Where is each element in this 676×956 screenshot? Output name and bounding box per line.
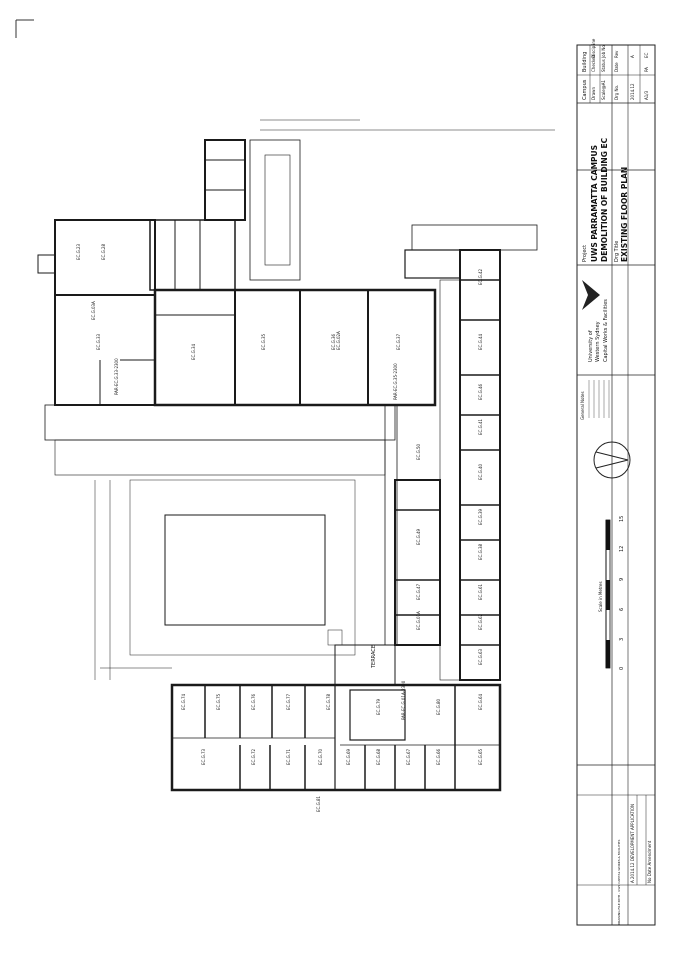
job-label: Job No — [601, 45, 606, 59]
room-label: EC.G.35 — [261, 333, 266, 350]
room-label: EC.G.34 — [191, 343, 196, 360]
revision-headers: No Date Amendment — [647, 840, 652, 883]
room-label: EC.G.70 — [318, 748, 323, 765]
scale-label: Scale@A1 — [601, 80, 606, 100]
scale-tick-9: 9 — [619, 578, 625, 581]
scale-tick-15: 15 — [619, 516, 625, 522]
drawing-title-label: Drg Title — [614, 241, 620, 262]
room-label: EC.G.47 — [416, 583, 421, 600]
south-wing — [170, 683, 502, 792]
room-label: EC.G.62 — [478, 613, 483, 630]
room-label: EC.G.01A — [416, 611, 421, 630]
north-corridor — [44, 404, 396, 441]
room-label: EC.G.36 — [331, 333, 336, 350]
room-label: EC.G.74 — [181, 693, 186, 710]
room-label: EC.G.63 — [478, 648, 483, 665]
room-label: EC.G.68 — [376, 748, 381, 765]
room-label: EC.G.81 — [316, 795, 321, 812]
drawing-title: EXISTING FLOOR PLAN — [620, 167, 629, 262]
project-line2: DEMOLITION OF BUILDING EC — [600, 137, 609, 262]
status-label: Status — [601, 59, 606, 72]
courtyard-structure — [249, 139, 301, 281]
room-label: EC.G.33 — [96, 333, 101, 350]
room-ec-g-33-block — [54, 294, 156, 406]
footer-path: DRAWING FILE PATH - UWS CAPITAL WORKS & … — [617, 840, 621, 925]
room-label: EC.G.69 — [346, 748, 351, 765]
terrace-label: TERRACE — [371, 645, 377, 669]
room-label: EC.G.76 — [251, 693, 256, 710]
org-line1: University of — [588, 330, 594, 362]
east-corridor — [439, 279, 461, 681]
rev-label: Rev — [614, 50, 619, 58]
stair-label-1: PAR-EC.G.35-2300 — [393, 363, 398, 400]
room-label: EC.G.67 — [406, 748, 411, 765]
room-label: EC.G.64 — [478, 693, 483, 710]
covered-walkway — [54, 439, 386, 476]
room-label: EC.G.41 — [478, 418, 483, 435]
room-label: EC.G.44 — [478, 333, 483, 350]
checked-label: Checked — [591, 54, 596, 72]
scale-tick-12: 12 — [619, 546, 625, 552]
room-label: EC.G.78 — [326, 693, 331, 710]
title-block: Campus Drawn Scale@A1 Drg No. Building C… — [576, 38, 656, 926]
room-label: EC.G.75 — [216, 693, 221, 710]
drawn-label: Drawn — [591, 87, 596, 100]
room-label: EC.G.79 — [376, 698, 381, 715]
stair-label-3: PAR-EC.G.01A-2300 — [401, 680, 406, 720]
room-label: EC.G.66 — [436, 748, 441, 765]
room-label: EC.G.23 — [76, 243, 81, 260]
room-label: EC.G.77 — [286, 693, 291, 710]
room-label: EC.G.72 — [251, 748, 256, 765]
service-core — [204, 139, 246, 221]
date-label: Date — [614, 62, 619, 72]
campus-value: PA — [644, 67, 649, 72]
revision-row: A 2014.12 DEVELOPMENT APPLICATION — [630, 804, 635, 883]
room-label: EC.G.61 — [478, 583, 483, 600]
toilets-block — [149, 219, 236, 291]
north-arrow-icon — [593, 441, 631, 479]
room-label: EC.G.02A — [336, 331, 341, 350]
terrace — [334, 644, 396, 686]
room-label: EC.G.28 — [101, 243, 106, 260]
room-label: EC.G.37 — [396, 333, 401, 350]
room-label: EC.G.50 — [416, 443, 421, 460]
scale-tick-6: 6 — [619, 608, 625, 611]
room-label: EC.G.38 — [478, 543, 483, 560]
stair-label-2: PAR-EC.G.33-2300 — [114, 358, 119, 395]
room-label: EC.G.65 — [478, 748, 483, 765]
rev-value: A — [630, 55, 635, 58]
drg-no-label: Drg No. — [614, 85, 619, 100]
building-value: EC — [644, 52, 649, 58]
room-label: EC.G.46 — [478, 383, 483, 400]
org-line2: Western Sydney — [595, 321, 601, 362]
room-label: EC.G.73 — [201, 748, 206, 765]
project-line1: UWS PARRAMATTA CAMPUS — [590, 145, 599, 262]
building-label: Building — [582, 52, 588, 72]
scale-tick-0: 0 — [619, 667, 625, 670]
discipline-label: Discipline — [591, 38, 596, 58]
room-label: EC.G.49 — [416, 528, 421, 545]
scale-caption: Scale in Metres — [598, 581, 603, 612]
crop-mark — [15, 19, 34, 38]
date-value: 2014.12 — [630, 83, 635, 100]
room-label: EC.G.71 — [286, 748, 291, 765]
campus-label: Campus — [582, 79, 588, 100]
room-label: EC.G.80 — [436, 698, 441, 715]
room-label: EC.G.03A — [91, 301, 96, 320]
scale-bar: 0 3 6 9 12 15 Scale in Metres — [598, 516, 625, 670]
room-label: EC.G.42 — [478, 268, 483, 285]
room-label: EC.G.39 — [478, 508, 483, 525]
courtyard-lawn — [164, 514, 326, 626]
room-label: EC.G.40 — [478, 463, 483, 480]
university-logo: University of Western Sydney Capital Wor… — [582, 280, 609, 362]
floor-plan — [37, 119, 555, 792]
general-notes-label: General Notes — [580, 391, 585, 420]
scale-tick-3: 3 — [619, 638, 625, 641]
project-label: Project — [582, 245, 588, 262]
sheet-size: A1/3 — [644, 90, 649, 100]
org-dept: Capital Works & Facilities — [603, 299, 609, 362]
